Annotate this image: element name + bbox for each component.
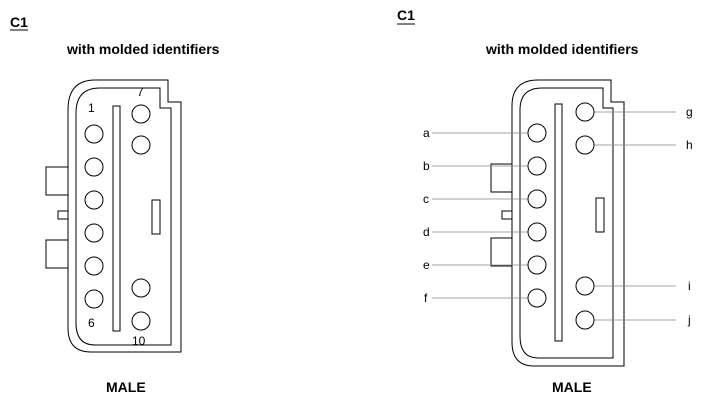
left-pin-8	[131, 135, 151, 155]
right-title: C1	[397, 7, 415, 23]
right-latch-key	[501, 210, 513, 220]
left-latch-top	[45, 166, 69, 196]
left-latch-bottom	[45, 239, 69, 269]
right-pin-h	[575, 135, 595, 155]
left-connector-inner	[75, 87, 172, 346]
callout-i: i	[688, 279, 691, 293]
left-pin-label-7: 7	[137, 85, 144, 99]
left-pin-label-1: 1	[88, 101, 95, 115]
left-right-key	[151, 199, 161, 235]
left-latch-key	[57, 210, 69, 220]
right-subtitle: with molded identifiers	[485, 41, 639, 57]
right-pin-i	[575, 276, 595, 296]
callout-e: e	[423, 258, 430, 272]
callout-g: g	[686, 105, 693, 119]
callout-j: j	[687, 313, 691, 327]
left-connector-body	[67, 79, 182, 353]
right-footer: MALE	[552, 379, 592, 395]
callout-h: h	[686, 138, 693, 152]
left-pin-1	[84, 124, 104, 144]
right-connector-inner	[519, 87, 614, 359]
left-connector-view: C1 with molded identifiers 1 6 7 10 MALE	[10, 14, 220, 395]
left-divider	[112, 105, 121, 332]
left-subtitle: with molded identifiers	[66, 41, 220, 57]
left-pin-label-6: 6	[88, 316, 95, 330]
left-pin-10	[131, 311, 151, 331]
callout-b: b	[423, 159, 430, 173]
callout-f: f	[424, 291, 428, 305]
right-pin-a	[527, 123, 547, 143]
right-pin-e	[527, 255, 547, 275]
callout-d: d	[423, 225, 430, 239]
right-right-key	[595, 197, 605, 233]
left-pin-4	[84, 223, 104, 243]
left-pin-2	[84, 157, 104, 177]
callout-c: c	[423, 192, 429, 206]
right-connector-body	[511, 79, 625, 367]
right-connector-view: C1 with molded identifiers	[397, 7, 693, 395]
right-pin-g	[575, 102, 595, 122]
left-pin-7	[131, 104, 151, 124]
left-pin-5	[84, 256, 104, 276]
left-pin-9	[131, 278, 151, 298]
right-pin-f	[527, 288, 547, 308]
right-latch-bottom	[490, 237, 513, 267]
right-pin-c	[527, 189, 547, 209]
right-pin-b	[527, 156, 547, 176]
left-footer: MALE	[106, 379, 146, 395]
right-pin-j	[575, 310, 595, 330]
left-pin-label-10: 10	[132, 334, 146, 348]
right-latch-top	[490, 163, 513, 193]
right-pin-d	[527, 222, 547, 242]
left-pin-6	[84, 289, 104, 309]
right-divider	[554, 103, 563, 342]
left-title: C1	[10, 14, 28, 30]
callout-a: a	[423, 126, 430, 140]
left-pin-3	[84, 190, 104, 210]
